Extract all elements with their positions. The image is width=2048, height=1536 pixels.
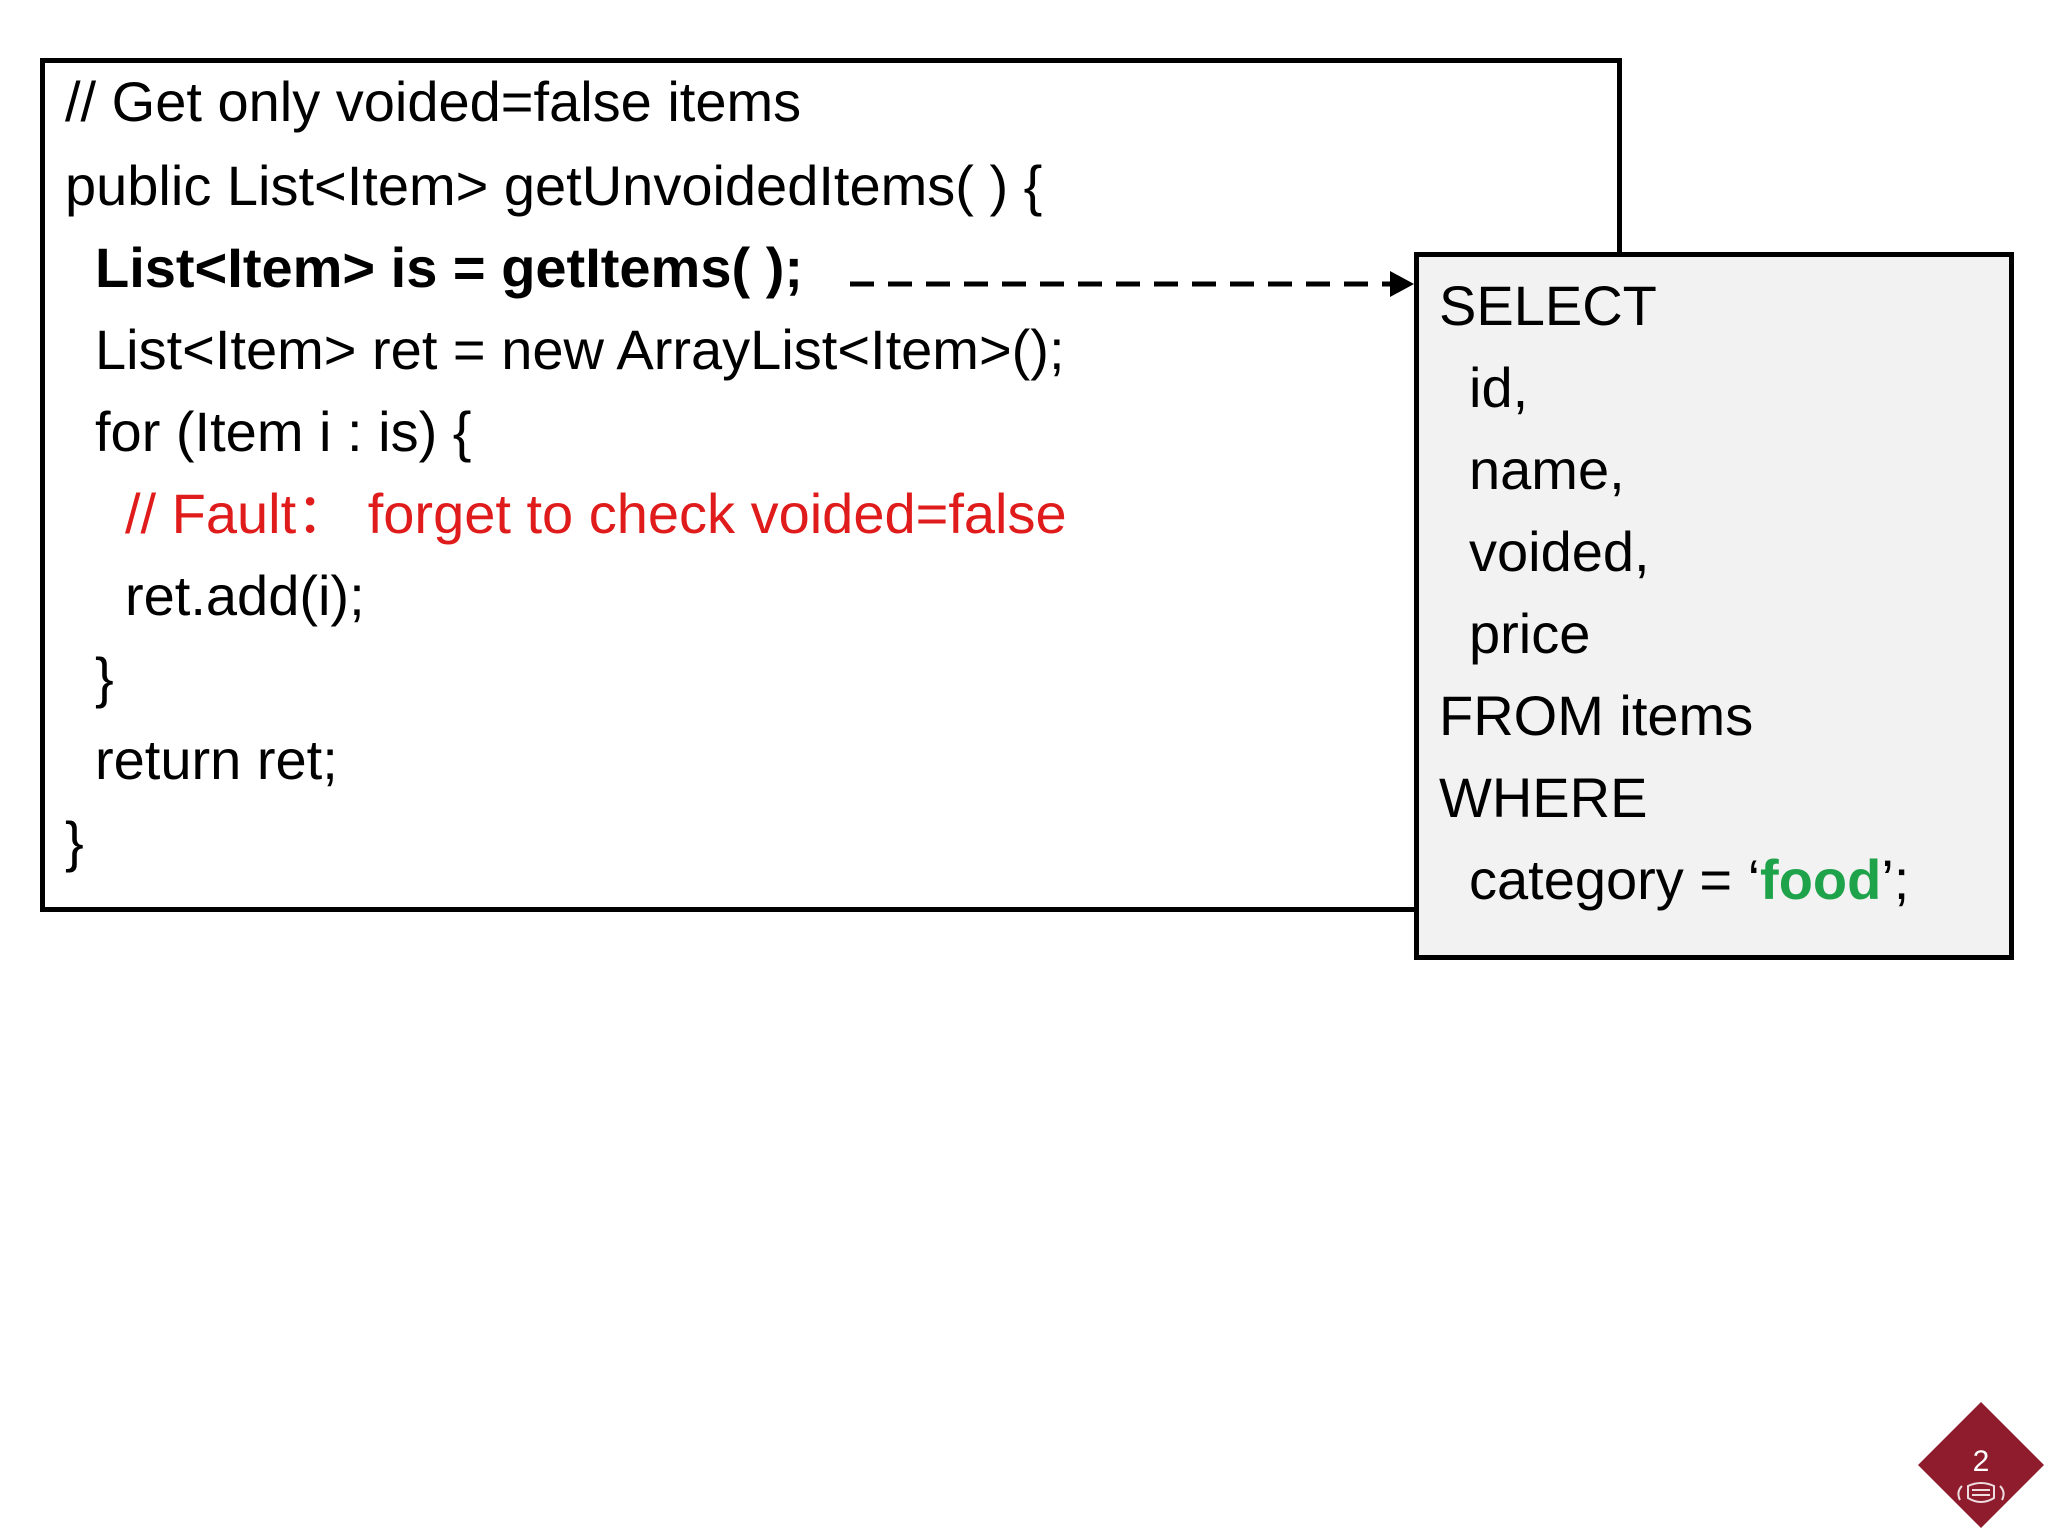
sql-condition-suffix: ’; [1881,848,1910,911]
ret-add-line: ret.add(i); [125,564,365,627]
sql-name-line: name, [1469,438,1625,501]
sql-query-box: SELECT id, name, voided, price FROM item… [1414,252,2014,960]
sql-condition-value: food [1760,848,1882,911]
code-box: // Get only voided=false items public Li… [40,58,1622,912]
ret-declaration-line: List<Item> ret = new ArrayList<Item>(); [95,318,1065,381]
method-signature-line: public List<Item> getUnvoidedItems( ) { [65,154,1043,217]
university-logo-icon [1918,1402,2044,1528]
get-items-call-line: List<Item> is = getItems( ); [95,236,803,299]
sql-id-line: id, [1469,356,1529,419]
page-number: 2 [1972,1445,1990,1478]
sql-select-line: SELECT [1439,274,1657,337]
sql-voided-line: voided, [1469,520,1650,583]
sql-where-line: WHERE [1439,766,1648,829]
code-comment-line: // Get only voided=false items [65,70,802,133]
method-closing-brace: } [65,810,84,873]
for-loop-line: for (Item i : is) { [95,400,472,463]
return-line: return ret; [95,728,338,791]
fault-comment-line: // Fault： forget to check voided=false [125,482,1067,545]
for-closing-brace: } [95,646,114,709]
sql-condition-prefix: category = ‘ [1469,848,1761,911]
sql-condition-line: category = ‘food’; [1469,845,1909,915]
sql-from-line: FROM items [1439,684,1754,747]
sql-price-line: price [1469,602,1591,665]
